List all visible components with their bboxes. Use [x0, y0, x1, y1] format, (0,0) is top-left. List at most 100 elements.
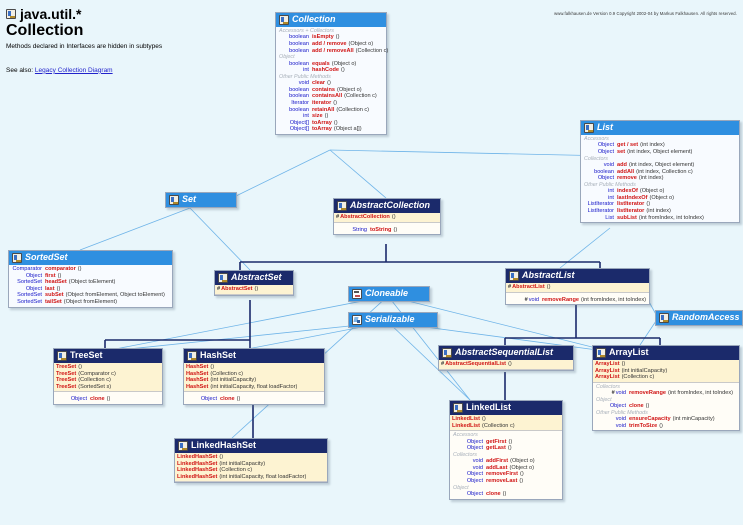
class-icon: [12, 253, 22, 263]
see-also-label: See also:: [6, 66, 34, 74]
uml-class-abstractcollection[interactable]: AbstractCollection#AbstractCollection()S…: [333, 198, 441, 236]
member-name: remove: [617, 175, 637, 182]
class-title-bar: AbstractList: [506, 269, 649, 283]
member-name: addFirst: [486, 458, 509, 465]
class-title-bar: Set: [166, 193, 236, 207]
constructor-args: (): [210, 364, 215, 370]
constructor-row: LinkedList(Collection c): [452, 423, 560, 430]
member-group-label: Other Public Methods: [279, 73, 331, 80]
member-name: get / set: [617, 142, 639, 149]
class-icon: [187, 351, 197, 361]
connector: [387, 295, 613, 353]
constructor-name: AbstractCollection: [340, 214, 390, 220]
constructor-name: LinkedHashSet: [177, 467, 218, 474]
constructor-args: (): [391, 214, 396, 220]
member-args: (): [56, 285, 61, 292]
member-group-label: Other Public Methods: [584, 181, 636, 188]
cloneable-icon: [352, 289, 362, 299]
uml-class-abstractsequentiallist[interactable]: AbstractSequentialList#AbstractSequentia…: [438, 345, 574, 371]
visibility-marker: #: [217, 286, 221, 292]
constructor-row: ArrayList(int initialCapacity): [595, 368, 737, 375]
uml-class-serializable[interactable]: Serializable: [348, 312, 438, 328]
member-args: (): [335, 34, 340, 41]
class-title-bar: HashSet: [184, 349, 324, 363]
member-name: getFirst: [486, 438, 507, 445]
member-name: add / removeAll: [312, 47, 354, 54]
member-name: clone: [629, 403, 644, 410]
member-name: retainAll: [312, 106, 335, 113]
class-name: Collection: [292, 14, 336, 25]
constructor-args: (int initialCapacity, float loadFactor): [219, 473, 307, 480]
member-args: (Collection c): [336, 106, 370, 113]
constructor-row: LinkedHashSet(int initialCapacity, float…: [177, 474, 325, 481]
visibility-marker: #: [611, 390, 615, 397]
visibility-marker: #: [508, 284, 512, 290]
uml-class-abstractset[interactable]: AbstractSet#AbstractSet(): [214, 270, 294, 296]
member-args: (int index): [638, 175, 664, 182]
class-title-bar: List: [581, 121, 739, 135]
uml-class-cloneable[interactable]: Cloneable: [348, 286, 430, 302]
member-name: removeRange: [629, 390, 666, 397]
member-name: add: [617, 162, 627, 168]
visibility-marker: #: [441, 361, 445, 367]
constructor-name: LinkedHashSet: [177, 473, 218, 480]
copyright-text: www.falkhausen.de Version 0.9 Copyright …: [554, 11, 737, 16]
constructor-args: (): [621, 361, 626, 367]
member-args: (): [508, 438, 513, 445]
constructor-section: #AbstractSequentialList(): [439, 360, 573, 370]
constructor-args: (): [78, 364, 82, 370]
constructor-name: ArrayList: [595, 367, 620, 374]
member-name: removeRange: [542, 296, 579, 303]
connector: [235, 149, 331, 197]
member-name: listIterator: [617, 207, 645, 214]
constructor-name: HashSet: [186, 364, 209, 370]
legacy-collection-diagram-link[interactable]: Legacy Collection Diagram: [34, 66, 113, 74]
constructor-args: (): [254, 286, 259, 292]
connector: [329, 149, 387, 199]
constructor-name: TreeSet: [56, 370, 77, 377]
class-title-bar: AbstractCollection: [334, 199, 440, 213]
class-icon: [57, 351, 67, 361]
constructor-row: LinkedHashSet(): [177, 454, 325, 461]
uml-class-randomaccess[interactable]: RandomAccess: [655, 310, 743, 326]
constructor-args: (Collection c): [210, 370, 244, 377]
constructor-args: (): [546, 284, 551, 290]
constructor-row: LinkedHashSet(int initialCapacity): [177, 461, 325, 468]
constructor-name: AbstractList: [512, 284, 545, 290]
class-title-bar: RandomAccess: [656, 311, 742, 325]
member-args: (): [77, 266, 82, 272]
connector: [104, 300, 251, 348]
constructor-row: HashSet(): [186, 364, 322, 371]
uml-class-set[interactable]: Set: [165, 192, 237, 208]
member-args: (): [333, 119, 338, 126]
member-args: (int fromIndex, int toIndex): [638, 214, 704, 221]
class-icon: [509, 271, 519, 281]
constructor-args: (int initialCapacity, float loadFactor): [210, 383, 298, 390]
member-args: (): [324, 113, 329, 120]
